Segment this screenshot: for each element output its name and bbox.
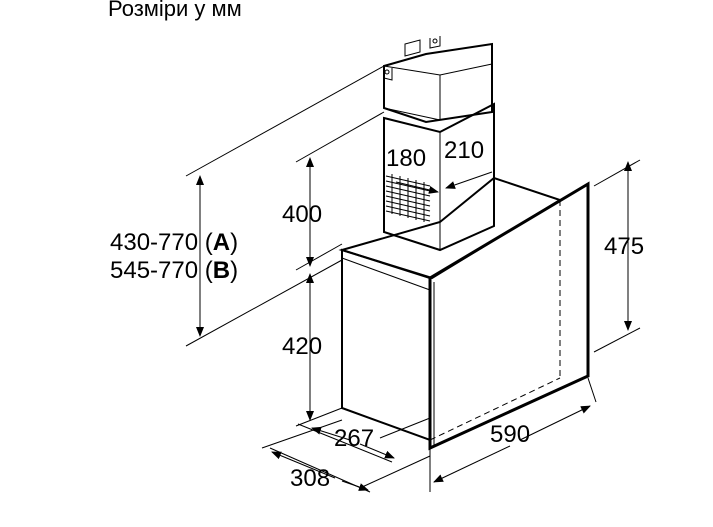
hood-body (338, 176, 590, 451)
vent-grille (385, 174, 431, 222)
dimension-lines (185, 65, 641, 493)
width-label: 590 (490, 421, 530, 448)
chimney-depth-label: 180 (386, 145, 426, 172)
chimney-height-b-label: 545-770 (B) (110, 257, 238, 284)
chimney-height-a-label: 430-770 (A) (110, 229, 238, 256)
body-depth-label: 267 (334, 425, 374, 452)
chimney (383, 36, 495, 252)
upper-height-label: 400 (282, 201, 322, 228)
total-depth-label: 308 (290, 465, 330, 492)
chimney-width-label: 210 (444, 137, 484, 164)
diagram-title: Розміри у мм (108, 0, 242, 21)
lower-height-label: 420 (282, 333, 322, 360)
panel-height-label: 475 (604, 233, 644, 260)
